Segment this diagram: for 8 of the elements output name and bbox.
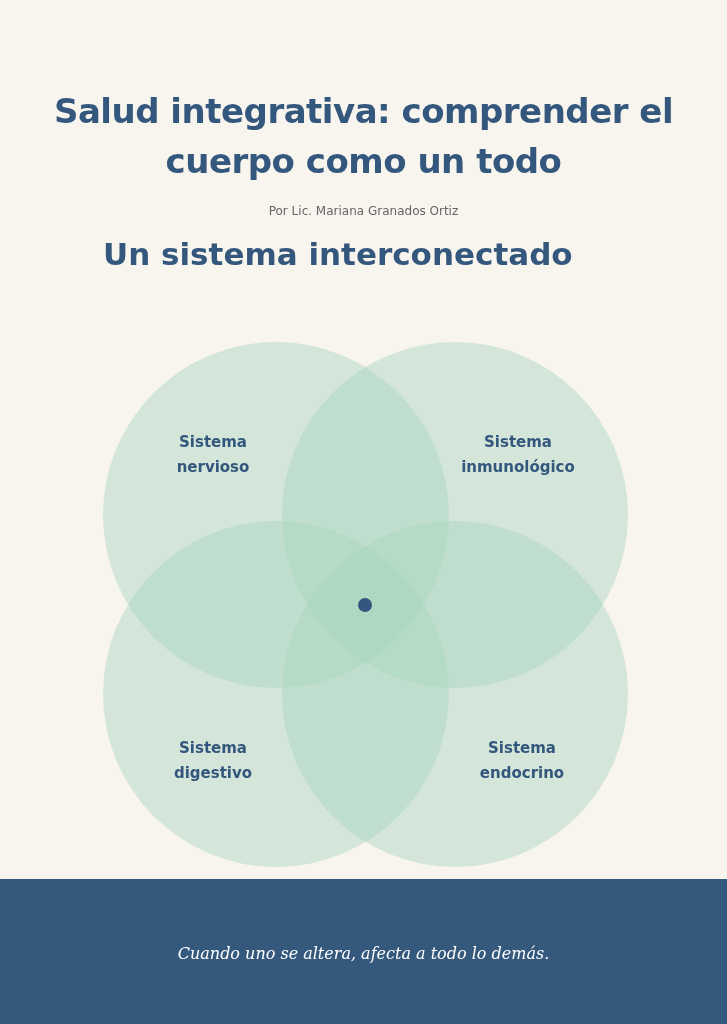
title: Salud integrativa: comprender el cuerpo como un todo: [52, 90, 675, 183]
circle-label: Sistema inmunológico: [460, 432, 576, 478]
caption: Cuando uno se altera, afecta a todo lo demás.: [176, 944, 551, 963]
byline: Por Lic. Mariana Granados Ortiz: [267, 204, 460, 218]
circle-label: Sistema endocrino: [478, 738, 566, 784]
section-heading: Un sistema interconectado: [103, 236, 574, 272]
circle-label: Sistema digestivo: [172, 738, 254, 784]
circle-label: Sistema nervioso: [175, 432, 251, 478]
